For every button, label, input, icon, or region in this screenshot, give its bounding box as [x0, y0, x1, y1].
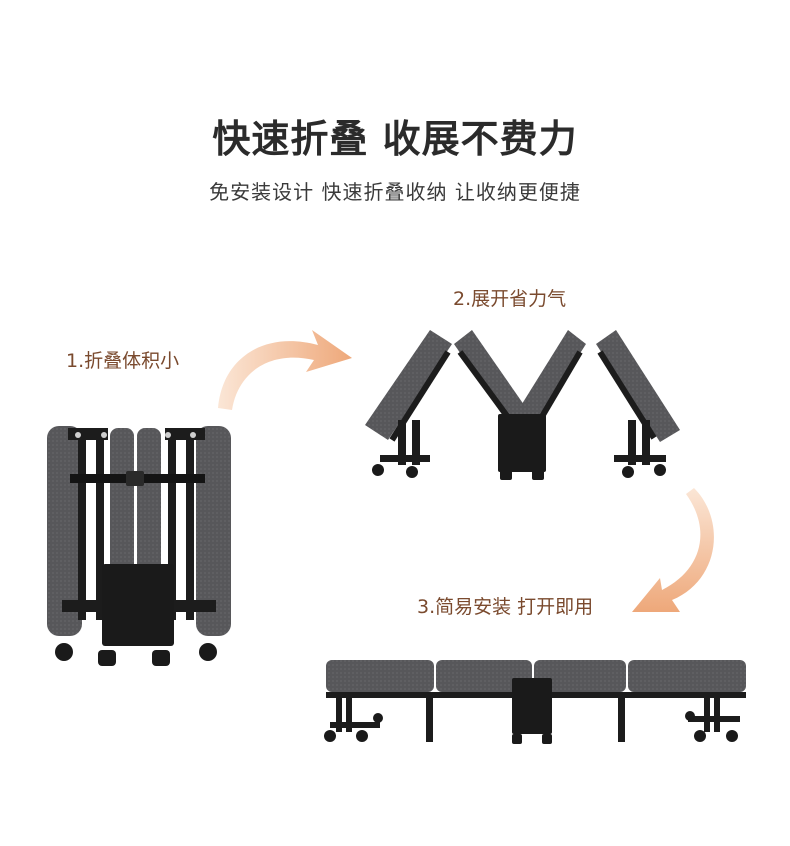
step-3-label: 3.简易安装 打开即用: [417, 596, 594, 618]
step-1-label: 1.折叠体积小: [66, 350, 180, 372]
arrow-1-icon: [218, 330, 352, 410]
step-2-label: 2.展开省力气: [453, 288, 567, 310]
flat-bed-image: [324, 660, 746, 744]
folded-bed-image: [47, 426, 231, 666]
page-subtitle: 免安装设计 快速折叠收纳 让收纳更便捷: [209, 180, 581, 204]
page-title: 快速折叠 收展不费力: [212, 117, 578, 161]
arrow-2-icon: [632, 488, 714, 612]
unfolding-bed-image: [365, 330, 680, 480]
